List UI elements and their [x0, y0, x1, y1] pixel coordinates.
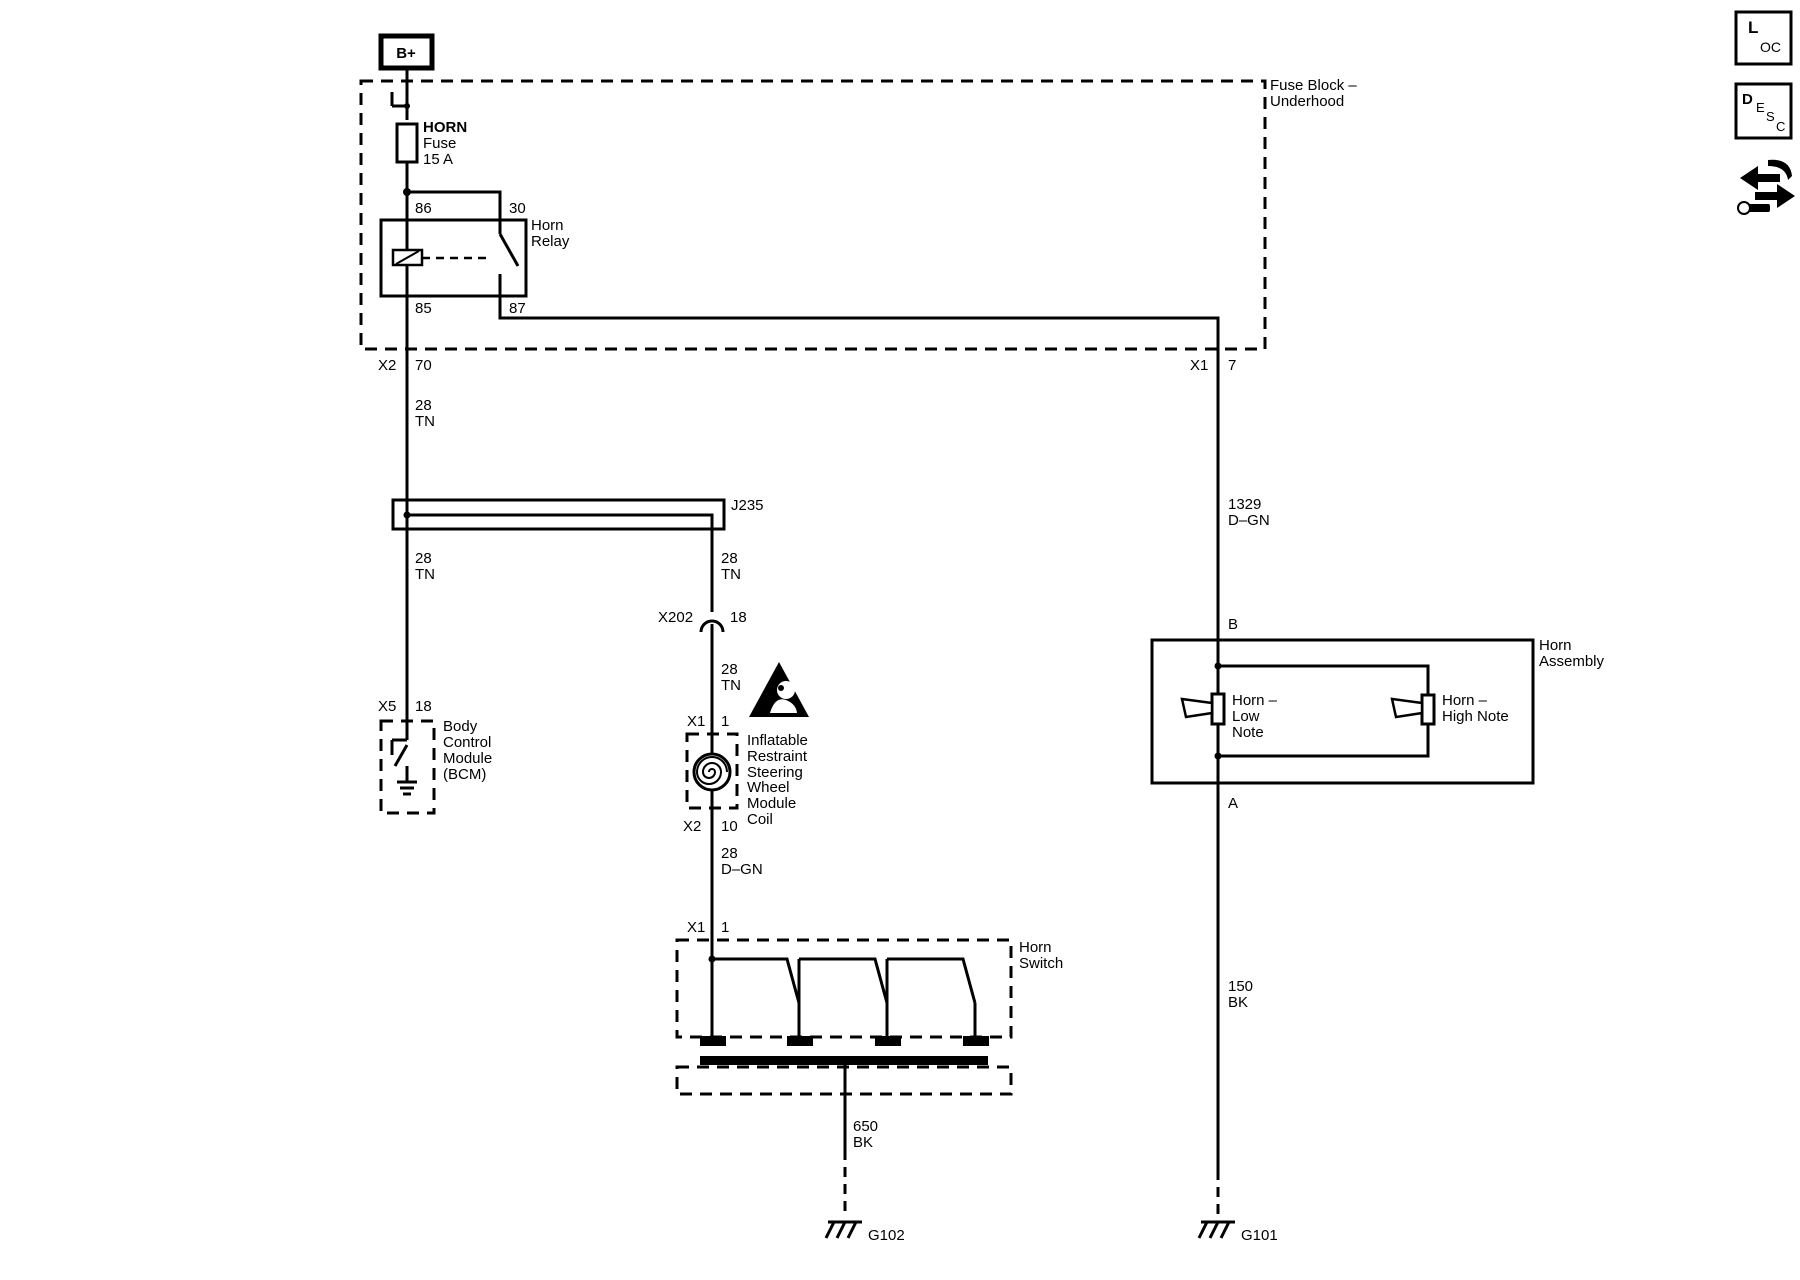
coil-label-6: Coil — [747, 811, 773, 828]
horn-switch: X1 1 Horn Switch — [675, 919, 1063, 1096]
airbag-warning-icon — [749, 662, 809, 717]
horn-low-label-3: Note — [1232, 724, 1264, 741]
horn-high-note-icon — [1390, 693, 1436, 726]
relay-pin-85: 85 — [415, 300, 432, 317]
ground-g101-label: G101 — [1241, 1227, 1278, 1244]
connector-x202-pin: 18 — [730, 609, 747, 626]
desc-icon-small-3: C — [1776, 119, 1785, 134]
bcm-label-3: Module — [443, 750, 492, 767]
desc-icon-small-2: S — [1766, 109, 1775, 124]
wire-3-circuit: 28 — [721, 550, 738, 567]
horn-low-note-icon — [1180, 692, 1226, 726]
wire-3-color: TN — [721, 566, 741, 583]
fuse-label-3: 15 A — [423, 151, 453, 168]
coil-x1-name: X1 — [687, 713, 705, 730]
ground-g102-label: G102 — [868, 1227, 905, 1244]
switch-x1-pin: 1 — [721, 919, 729, 936]
connector-x1-pin: 7 — [1228, 357, 1236, 374]
steering-wheel-coil: X1 1 X2 10 Inflatable Restraint Steering… — [683, 713, 808, 835]
fuse-block-underhood: Fuse Block – Underhood — [359, 77, 1357, 351]
fuse-label-1: HORN — [423, 119, 467, 136]
horn-switch-label-1: Horn — [1019, 939, 1052, 956]
horn-assembly-label-1: Horn — [1539, 637, 1572, 654]
wire-7-circuit: 150 — [1228, 978, 1253, 995]
bcm-label-1: Body — [443, 718, 478, 735]
horn-low-label-2: Low — [1232, 708, 1260, 725]
relay-label-2: Relay — [531, 233, 570, 250]
wire-5-circuit: 28 — [721, 845, 738, 862]
battery-supply-label: B+ — [396, 45, 416, 62]
arrows-wrench-icon[interactable] — [1737, 159, 1795, 215]
horn-assembly-pin-a: A — [1228, 795, 1238, 812]
horn-fuse: HORN Fuse 15 A — [395, 119, 467, 168]
wire-2-color: TN — [415, 566, 435, 583]
relay-pin-86: 86 — [415, 200, 432, 217]
connector-x2-pin: 70 — [415, 357, 432, 374]
wire-5-color: D–GN — [721, 861, 763, 878]
wire-4-color: TN — [721, 677, 741, 694]
splice-pack-j235: J235 — [391, 497, 764, 538]
desc-icon-small-1: E — [1756, 100, 1765, 115]
relay-pin-30: 30 — [509, 200, 526, 217]
wire-7-color: BK — [1228, 994, 1248, 1011]
horn-switch-label-2: Switch — [1019, 955, 1063, 972]
coil-label-5: Module — [747, 795, 796, 812]
relay-pin-87: 87 — [509, 300, 526, 317]
ground-g102-icon — [824, 1220, 862, 1239]
bcm-label-4: (BCM) — [443, 766, 486, 783]
splice-label: J235 — [731, 497, 764, 514]
horn-high-label-1: Horn – — [1442, 692, 1488, 709]
wire-2-circuit: 28 — [415, 550, 432, 567]
desc-icon-big: D — [1742, 91, 1753, 108]
fuse-block-label-1: Fuse Block – — [1270, 77, 1357, 94]
horn-assembly-label-2: Assembly — [1539, 653, 1605, 670]
wire-8-circuit: 650 — [853, 1118, 878, 1135]
connector-x2-name: X2 — [378, 357, 396, 374]
loc-icon-big: L — [1748, 18, 1758, 37]
bcm-label-2: Control — [443, 734, 491, 751]
wire-4-circuit: 28 — [721, 661, 738, 678]
wire-8-color: BK — [853, 1134, 873, 1151]
wire-1-circuit: 28 — [415, 397, 432, 414]
coil-label-3: Steering — [747, 764, 803, 781]
wire-1-color: TN — [415, 413, 435, 430]
wire-6-color: D–GN — [1228, 512, 1270, 529]
connector-x202-name: X202 — [658, 609, 693, 626]
coil-label-2: Restraint — [747, 748, 808, 765]
horn-assembly-pin-b: B — [1228, 616, 1238, 633]
horn-assembly: Horn Assembly B A Horn – Low Note Horn –… — [1150, 616, 1605, 812]
coil-label-4: Wheel — [747, 779, 790, 796]
relay-label-1: Horn — [531, 217, 564, 234]
coil-x1-pin: 1 — [721, 713, 729, 730]
horn-relay: Horn Relay 86 30 85 87 — [379, 200, 570, 317]
horn-high-label-2: High Note — [1442, 708, 1509, 725]
switch-x1-name: X1 — [687, 919, 705, 936]
description-view-button[interactable]: D E S C — [1734, 82, 1793, 140]
body-control-module: X5 18 Body Control Module (BCM) — [378, 698, 492, 815]
loc-icon-small: OC — [1760, 39, 1781, 55]
fuse-block-label-2: Underhood — [1270, 93, 1344, 110]
coil-x2-name: X2 — [683, 818, 701, 835]
ground-g101-icon — [1197, 1220, 1235, 1239]
coil-x2-pin: 10 — [721, 818, 738, 835]
battery-supply: B+ — [378, 33, 435, 71]
location-view-button[interactable]: L OC — [1734, 10, 1793, 66]
wire-6-circuit: 1329 — [1228, 496, 1261, 513]
coil-label-1: Inflatable — [747, 732, 808, 749]
bcm-x5-pin: 18 — [415, 698, 432, 715]
connector-x1-name: X1 — [1190, 357, 1208, 374]
bcm-x5-name: X5 — [378, 698, 396, 715]
horn-low-label-1: Horn – — [1232, 692, 1278, 709]
connector-x202: X202 18 — [658, 609, 747, 633]
fuse-label-2: Fuse — [423, 135, 456, 152]
